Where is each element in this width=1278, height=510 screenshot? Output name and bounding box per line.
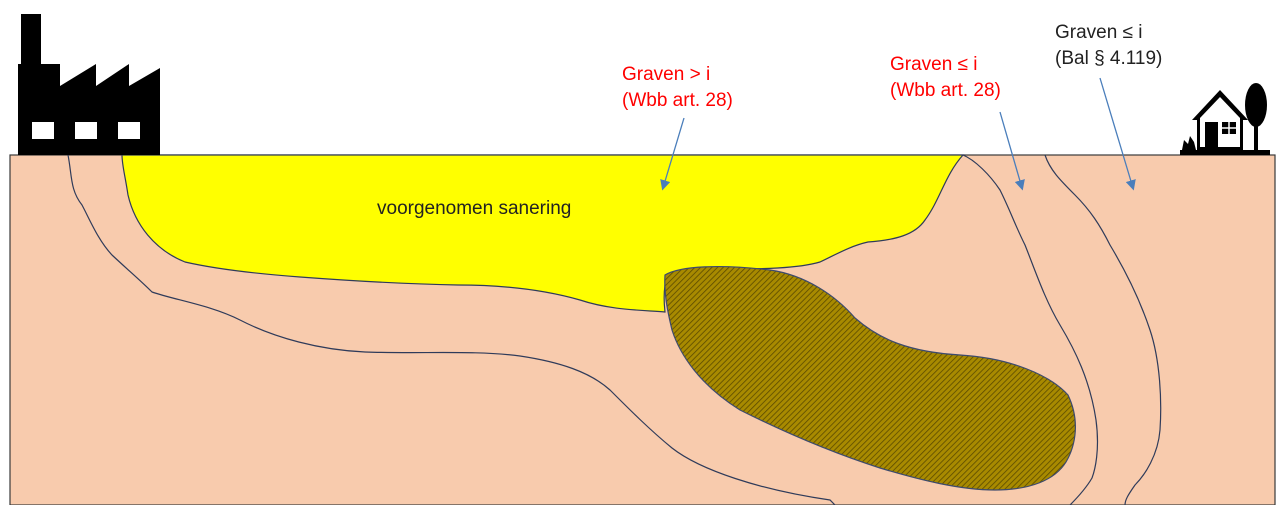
zone-b-label-line2: (Wbb art. 28)	[890, 78, 1001, 104]
zone-a-label-line1: Graven > i	[622, 62, 710, 88]
zone-a-label-line2: (Wbb art. 28)	[622, 88, 733, 114]
zone-c-label-line1: Graven ≤ i	[1055, 20, 1143, 46]
sanering-label: voorgenomen sanering	[377, 196, 571, 222]
house-with-tree-icon	[1180, 83, 1270, 155]
zone-b-label-line1: Graven ≤ i	[890, 52, 978, 78]
zone-c-label-line2: (Bal § 4.119)	[1055, 46, 1162, 72]
factory-icon	[18, 14, 160, 155]
